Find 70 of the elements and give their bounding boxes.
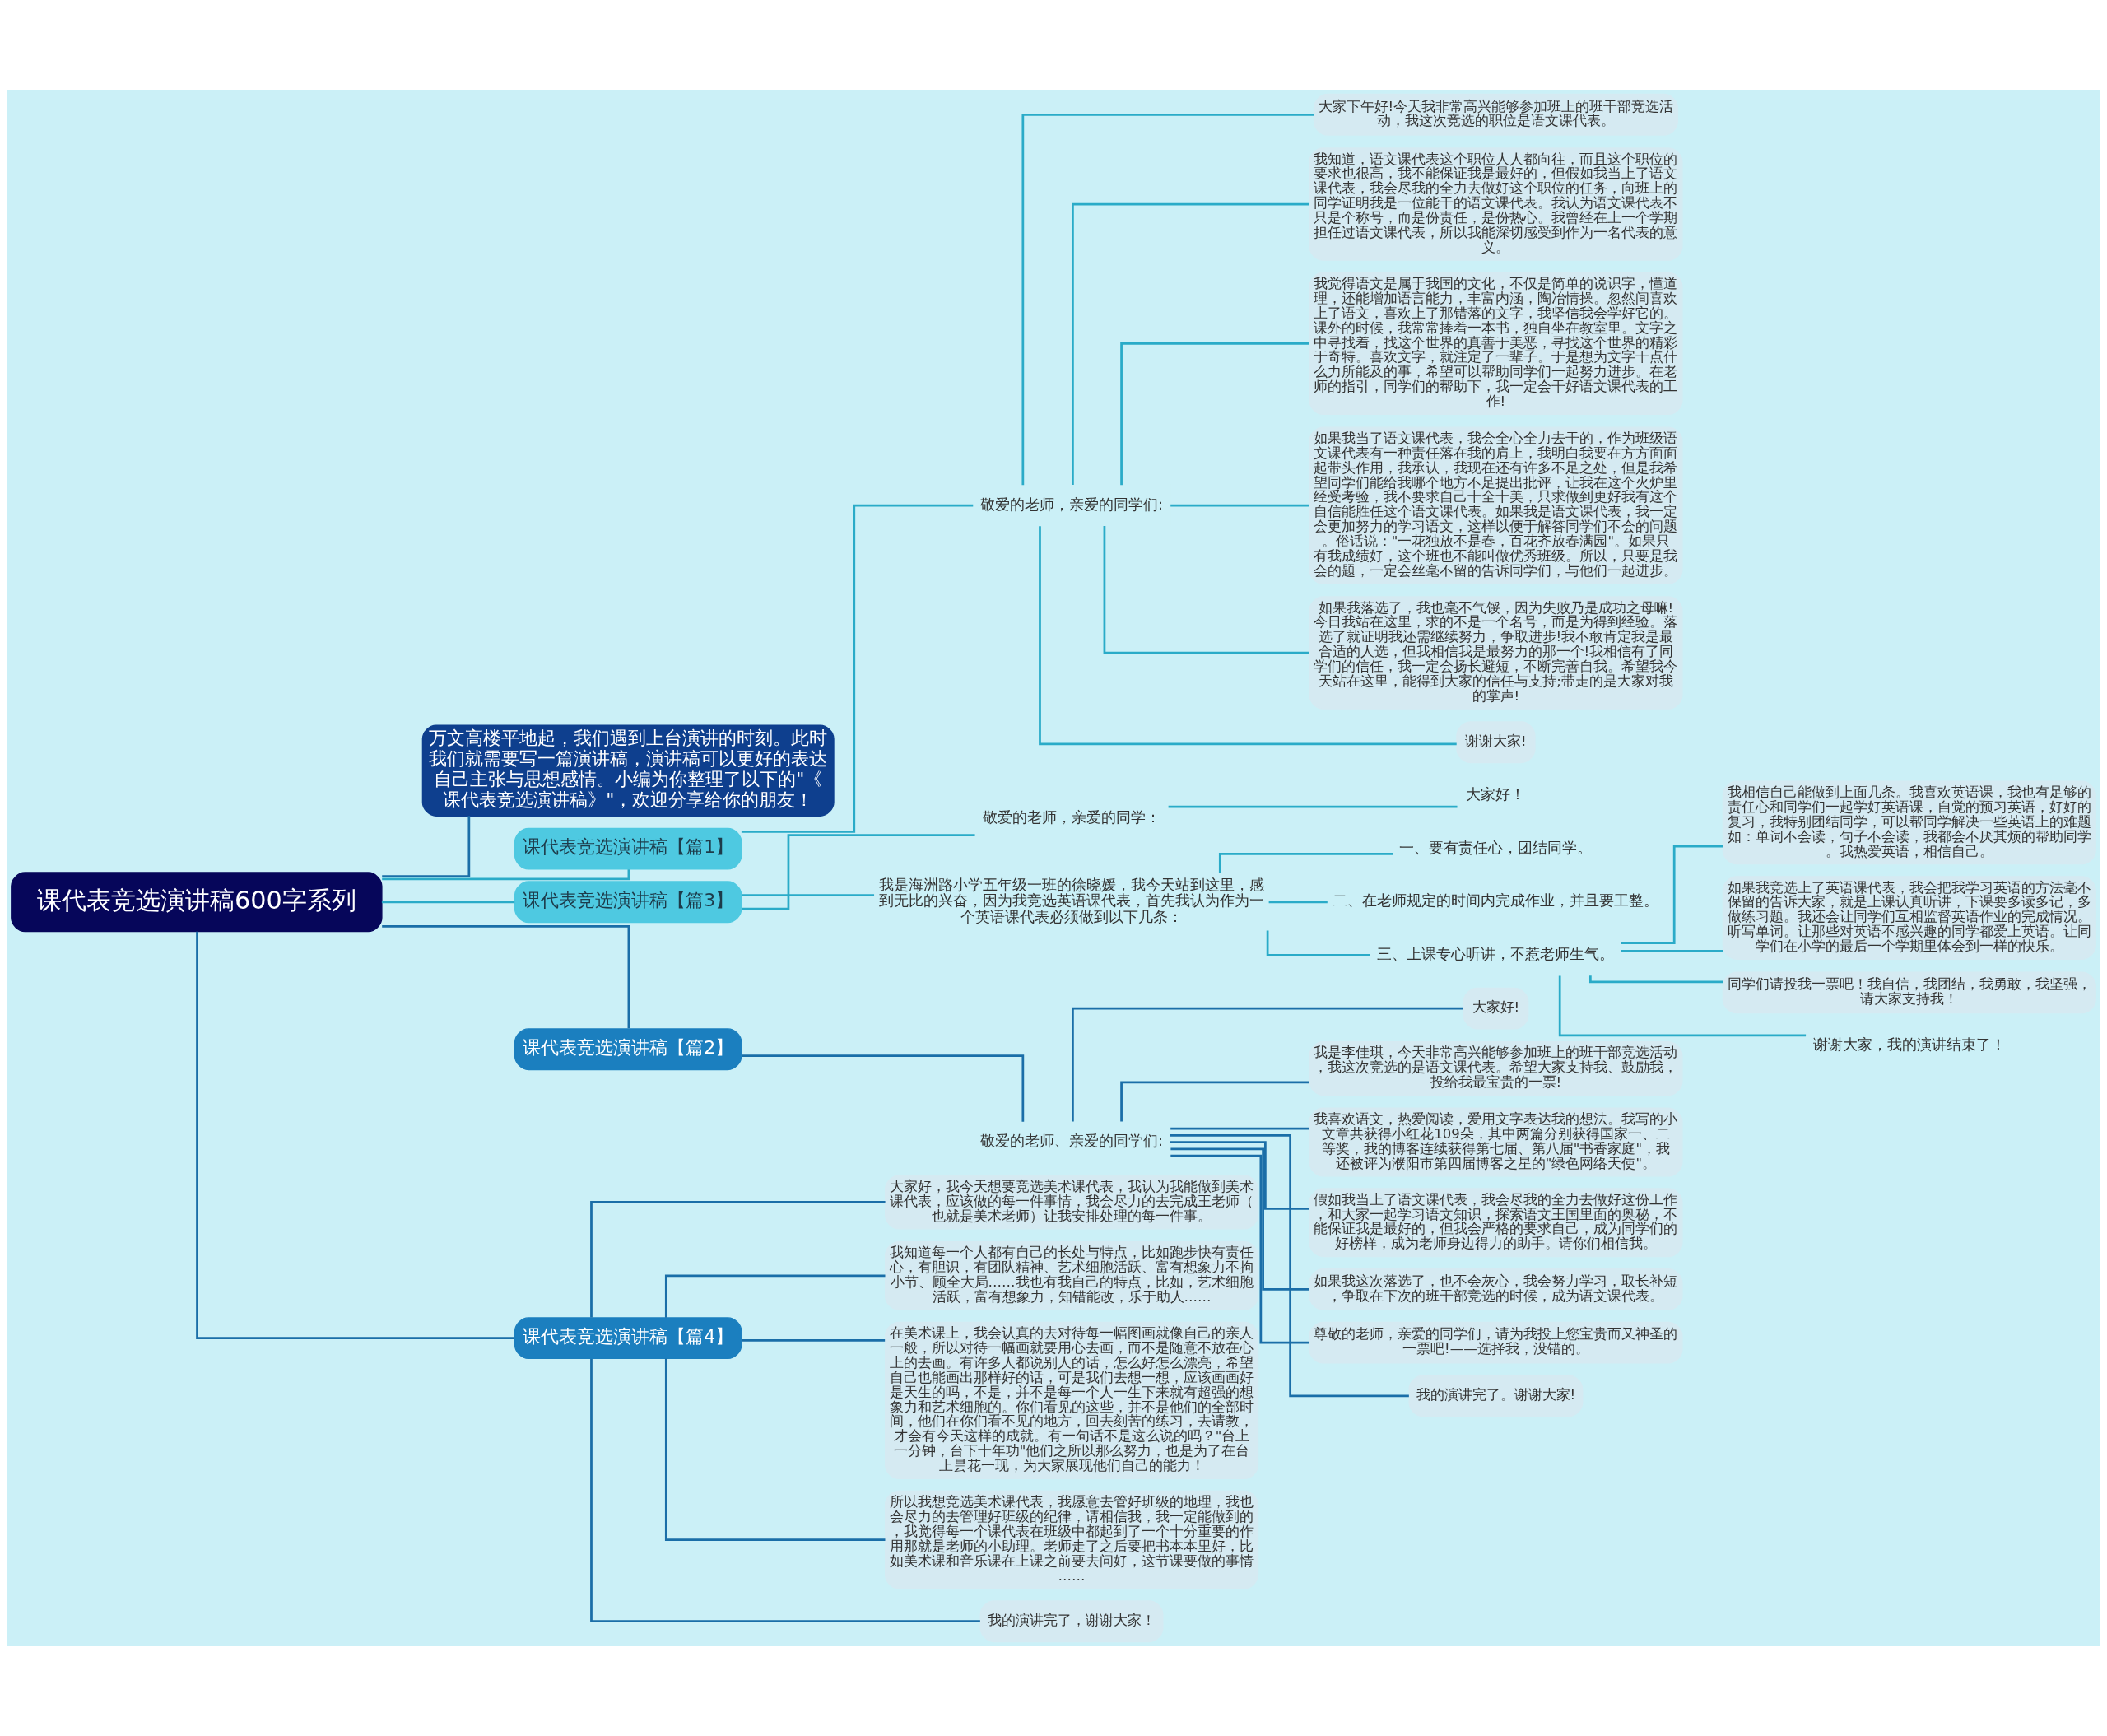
node-box: 大家下午好!今天我非常高兴能够参加班上的班干部竞选活动，我这次竞选的职位是语文课代表。 [1313, 93, 1678, 136]
node-box: 大家好! [1463, 987, 1529, 1030]
connector [381, 901, 515, 904]
connector [382, 816, 471, 877]
node-box: 我知道，语文课代表这个职位人人都向往，而且这个职位的要求也很高，我不能保证我是最好的，但假如我当上了语文课代表，我会尽我的全力去做好这个职位的任务，向班上的同学证明我是一位能干的语文课代表。我认为语文课代表不只是个称号，而是份责任，是份热心。我曾经在上一个学期担任过语文课代表，所以我能深切感受到作为一名代表的意义。 [1309, 147, 1683, 261]
connector [1120, 342, 1309, 486]
node-box: 我的演讲完了。谢谢大家! [1408, 1375, 1584, 1417]
node-box: 同学们请投我一票吧！我自信，我团结，我勇敢，我坚强，请大家支持我！ [1722, 971, 2096, 1014]
node-text: 敬爱的老师、亲爱的同学们: [980, 1132, 1164, 1150]
node-text: 我是海洲路小学五年级一班的徐晓媛，我今天站到这里，感到无比的兴奋，因为我竞选英语课代表，首先我认为作为一个英语课代表必须做到以下几条： [879, 876, 1265, 925]
node-box: 在美术课上，我会认真的去对待每一幅图画就像自己的亲人一般，所以对待一幅画就要用心去画，而不是随意不放在心上的去画。有许多人都说别人的话，怎么好怎么漂亮，希望自己也能画出那样好的话，可是我们去想一想，应该画画好是天生的吗，不是，并不是每一个人一生下来就有超强的想象力和艺术细胞的。你们看见的这些，并不是他们的全部时间，他们在你们看不见的地方，回去刻苦的练习，去请教，才会有今天这样的成就。有一句话不是这么说的吗？"台上一分钟，台下十年功"他们之所以那么努力，也是为了在台上昙花一现，为大家展现他们自己的能力！ [884, 1321, 1259, 1479]
connector [1170, 1127, 1309, 1130]
connector [741, 504, 974, 833]
connector [382, 869, 630, 881]
connector [1021, 113, 1314, 486]
node-box: 我相信自己能做到上面几条。我喜欢英语课，我也有足够的责任心和同学们一起学好英语课，自觉的预习英语，好好的复习，我特别团结同学，可以帮同学解决一些英语上的难题如：单词不会读，句子不会读，我都会不厌其烦的帮助同学。我热爱英语，相信自己。 [1722, 780, 2096, 865]
connector [741, 894, 875, 896]
connector [1170, 1141, 1309, 1210]
node-box: 课代表竞选演讲稿【篇4】 [514, 1317, 742, 1360]
connector [1072, 1007, 1463, 1122]
node-box: 我的演讲完了，谢谢大家！ [979, 1600, 1164, 1643]
connector [1268, 901, 1328, 904]
connector [1170, 1147, 1309, 1291]
connector [1170, 504, 1309, 507]
connector [1170, 1154, 1309, 1344]
node-box: 我觉得语文是属于我国的文化，不仅是简单的说识字，懂道理，还能增加语言能力，丰富内涵，陶冶情操。忽然间喜欢上了语文，喜欢上了那错落的文字，我坚信我会学好它的。课外的时候，我常常捧着一本书，独自坐在教室里。文字之中寻找着，找这个世界的真善于美恶，寻找这个世界的精彩于奇特。喜欢文字，就注定了一辈子。于是想为文字干点什么力所能及的事，希望可以帮助同学们一起努力进步。在老师的指引，同学们的帮助下，我一定会干好语文课代表的工作! [1309, 272, 1683, 415]
node-box: 如果我这次落选了，也不会灰心，我会努力学习，取长补短，争取在下次的班干部竞选的时候，成为语文课代表。 [1309, 1268, 1683, 1310]
connector [1621, 950, 1723, 952]
connector [741, 1339, 886, 1342]
node-box: 我是李佳琪，今天非常高兴能够参加班上的班干部竞选活动，我这次竞选的是语文课代表。希望大家支持我、鼓励我，投给我最宝贵的一票! [1309, 1041, 1683, 1096]
connector [1120, 1081, 1309, 1122]
connector [1266, 930, 1370, 956]
node-text: 敬爱的老师，亲爱的同学们: [980, 495, 1164, 513]
connector [1621, 845, 1723, 944]
node-box: 如果我竞选上了英语课代表，我会把我学习英语的方法毫不保留的告诉大家，就是上课认真听讲，下课要多读多记，多做练习题。我还会让同学们互相监督英语作业的完成情况。听写单词。让那些对英语不感兴趣的同学都爱上英语。让同学们在小学的最后一个学期里体会到一样的快乐。 [1722, 876, 2096, 960]
node-text: 大家好！ [1466, 785, 1526, 803]
node-box: 课代表竞选演讲稿【篇3】 [514, 881, 742, 924]
node-box: 谢谢大家! [1456, 721, 1536, 764]
node-box: 假如我当上了语文课代表，我会尽我的全力去做好这份工作，和大家一起学习语文知识，探索语文王国里面的奥秘，不能保证我是最好的，但我会严格的要求自己，成为同学们的好榜样，成为老师身边得力的助手。请你们相信我。 [1309, 1188, 1683, 1258]
connector [742, 834, 975, 910]
node-box: 我知道每一个人都有自己的长处与特点，比如跑步快有责任心，有胆识，有团队精神、艺术细胞活跃、富有想象力不拘小节、顾全大局……我也有我自己的特点，比如，艺术细胞活跃，富有想象力，知错能改，乐于助人…… [884, 1241, 1259, 1310]
node-box: 万文高楼平地起，我们遇到上台演讲的时刻。此时我们就需要写一篇演讲稿，演讲稿可以更好的表达自己主张与思想感情。小编为你整理了以下的"《课代表竞选演讲稿》"，欢迎分享给你的朋友！ [421, 724, 835, 817]
node-box: 我喜欢语文，热爱阅读，爱用文字表达我的想法。我写的小文章共获得小红花109朵，其中两篇分别获得国家一、二等奖，我的博客连续获得第七届、第八届"书香家庭"，我还被评为濮阳市第四届博客之星的"绿色网络天使"。 [1309, 1107, 1683, 1177]
connector [196, 931, 514, 1340]
node-text: 二、在老师规定的时间内完成作业，并且要工整。 [1333, 891, 1659, 910]
connector [664, 1274, 886, 1318]
connector [590, 1201, 886, 1318]
connector [1558, 975, 1807, 1037]
connector [742, 1054, 1025, 1122]
connector [1168, 805, 1458, 808]
connector [590, 1358, 980, 1623]
connector [1170, 1133, 1409, 1398]
connector [1039, 526, 1457, 746]
node-text: 敬爱的老师，亲爱的同学： [983, 807, 1161, 826]
connector [1588, 975, 1723, 984]
node-box: 课代表竞选演讲稿600字系列 [11, 872, 383, 933]
node-box: 如果我落选了，我也毫不气馁，因为失败乃是成功之母嘛!今日我站在这里，求的不是一个名号，而是为得到经验。落选了就证明我还需继续努力，争取进步!我不敢肯定我是最合适的人选，但我相信我是最努力的那一个!我相信有了同学们的信任，我一定会扬长避短，不断完善自我。希望我今天站在这里，能得到大家的信任与支持;带走的是大家对我的掌声! [1309, 596, 1683, 710]
node-box: 课代表竞选演讲稿【篇2】 [514, 1028, 742, 1071]
node-text: 谢谢大家，我的演讲结束了！ [1812, 1036, 2006, 1054]
connector [1103, 526, 1309, 654]
node-box: 尊敬的老师，亲爱的同学们，请为我投上您宝贵而又神圣的一票吧!——选择我，没错的。 [1309, 1321, 1683, 1364]
node-box: 所以我想竞选美术课代表，我愿意去管好班级的地理，我也会尽力的去管理好班级的纪律，请相信我，我一定能做到的，我觉得每一个课代表在班级中都起到了一个十分重要的作用那就是老师的小助理。老师走了之后要把书本本里好，比如美术课和音乐课在上课之前要去问好，这节课要做的事情…… [884, 1490, 1259, 1589]
node-text: 三、上课专心听讲，不惹老师生气。 [1377, 945, 1615, 963]
node-box: 大家好，我今天想要竞选美术课代表，我认为我能做到美术课代表，应该做的每一件事情，我会尽力的去完成王老师（也就是美术老师）让我安排处理的每一件事。 [884, 1175, 1259, 1230]
node-box: 如果我当了语文课代表，我会全心全力去干的，作为班级语文课代表有一种责任落在我的肩上，我明白我要在方方面面起带头作用，我承认，我现在还有许多不足之处，但是我希望同学们能给我哪个地方不足提出批评，让我在这个火炉里经受考验，我不要求自己十全十美，只求做到更好我有这个自信能胜任这个语文课代表。如果我是语文课代表，我一定会更加努力的学习语文，这样以便于解答同学们不会的问题。俗话说："一花独放不是春，百花齐放春满园"。如果只有我成绩好，这个班也不能叫做优秀班级。所以，只要是我会的题，一定会丝毫不留的告诉同学们，与他们一起进步。 [1309, 426, 1683, 584]
connector [382, 925, 630, 1029]
node-text: 一、要有责任心，团结同学。 [1399, 838, 1593, 856]
node-box: 课代表竞选演讲稿【篇1】 [514, 827, 742, 870]
connector [664, 1358, 886, 1541]
connector [1072, 202, 1309, 485]
